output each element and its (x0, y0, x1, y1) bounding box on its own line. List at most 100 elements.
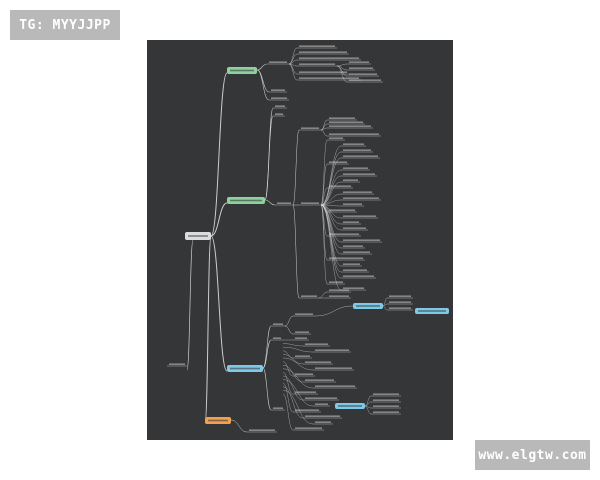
leaf-text-77 (329, 133, 379, 135)
leaf-text-240 (295, 427, 322, 429)
leaf-text-131 (343, 239, 380, 241)
leaf-text-89 (343, 155, 378, 157)
branch-line-66 (320, 119, 328, 131)
blue-node-b-text-182 (418, 310, 446, 312)
branch-line-102 (320, 187, 328, 206)
branch-line-208 (282, 357, 314, 371)
branch-line-105 (320, 193, 342, 206)
leaf-text-261 (249, 429, 275, 431)
branch-line-57 (292, 129, 300, 206)
leaf-text-45 (349, 79, 381, 81)
leaf-text-237 (315, 421, 331, 423)
leaf-text-231 (295, 409, 319, 411)
leaf-text-62 (301, 202, 319, 204)
branch-line-90 (320, 163, 328, 206)
leaf-text-71 (329, 121, 363, 123)
leaf-text-9 (269, 61, 287, 63)
leaf-text-210 (315, 367, 352, 369)
leaf-text-228 (315, 403, 328, 405)
leaf-text-119 (343, 215, 376, 217)
leaf-text-110 (343, 197, 379, 199)
leaf-text-198 (305, 343, 328, 345)
leaf-text-68 (329, 117, 355, 119)
branch-line-147 (320, 204, 342, 279)
branch-line-164 (262, 325, 272, 369)
mindmap-canvas (147, 40, 453, 440)
leaf-text-192 (389, 307, 411, 309)
branch-line-238 (282, 393, 294, 431)
leaf-text-80 (329, 137, 343, 139)
watermark-bottom: www.elgtw.com (475, 440, 590, 470)
branch-line-1 (210, 202, 228, 237)
branch-line-10 (256, 69, 270, 93)
branch-line-190 (382, 305, 388, 311)
branch-line-75 (320, 129, 328, 137)
leaf-text-128 (329, 233, 359, 235)
branch-line-16 (288, 47, 298, 65)
branch-line-205 (282, 354, 304, 365)
leaf-text-207 (305, 361, 331, 363)
leaf-text-24 (299, 57, 359, 59)
leaf-text-36 (349, 61, 369, 63)
branch-line-54 (264, 199, 276, 206)
branch-line-170 (262, 367, 272, 411)
leaf-text-101 (343, 179, 358, 181)
leaf-text-204 (295, 355, 310, 357)
leaf-text-155 (343, 287, 364, 289)
branch-line-43 (336, 65, 348, 83)
leaf-text-222 (295, 391, 316, 393)
leaf-text-216 (305, 379, 334, 381)
leaf-text-15 (271, 97, 287, 99)
leaf-text-27 (299, 63, 335, 65)
leaf-text-33 (299, 77, 359, 79)
leaf-text-225 (305, 397, 337, 399)
branch-line-96 (320, 175, 342, 206)
leaf-text-113 (343, 203, 362, 205)
branch-line-167 (262, 339, 272, 369)
leaf-text-258 (169, 363, 185, 365)
branch-line-34 (336, 63, 348, 67)
branch-line-183 (314, 305, 354, 317)
branch-line-2 (210, 235, 228, 372)
leaf-text-175 (295, 313, 313, 315)
branch-line-156 (318, 291, 328, 299)
branch-line-7 (256, 63, 268, 71)
leaf-text-172 (273, 407, 283, 409)
branch-line-31 (288, 63, 298, 81)
orange-node-text-256 (208, 419, 228, 422)
leaf-text-245 (373, 393, 399, 395)
blue-node-a-text-180 (356, 305, 380, 307)
leaf-text-104 (329, 185, 351, 187)
leaf-text-213 (295, 373, 313, 375)
leaf-text-125 (343, 227, 366, 229)
leaf-text-158 (329, 289, 349, 291)
branch-line-3 (204, 235, 212, 424)
leaf-text-116 (329, 209, 355, 211)
watermark-top: TG: MYYJJPP (10, 10, 120, 40)
branch-line-259 (230, 419, 248, 433)
leaf-text-53 (275, 113, 283, 115)
leaf-text-234 (305, 415, 340, 417)
leaf-text-98 (343, 173, 375, 175)
branch-line-196 (282, 343, 304, 347)
branch-line-84 (320, 151, 342, 206)
leaf-text-42 (349, 73, 377, 75)
branch-line-202 (282, 350, 294, 359)
leaf-text-92 (329, 161, 347, 163)
branch-line-211 (282, 361, 294, 377)
branch-line-229 (282, 383, 294, 413)
leaf-text-56 (277, 202, 291, 204)
leaf-text-186 (389, 295, 411, 297)
branch-line-144 (320, 204, 342, 273)
branch-line-252 (364, 405, 372, 415)
leaf-text-59 (301, 127, 319, 129)
leaf-text-83 (343, 143, 364, 145)
mindmap-svg (167, 45, 449, 433)
branch-line-63 (292, 204, 300, 299)
leaf-text-251 (373, 405, 399, 407)
leaf-text-149 (343, 275, 374, 277)
branch-2-node-text-47 (230, 199, 262, 202)
leaf-text-219 (315, 385, 355, 387)
leaf-text-12 (271, 89, 285, 91)
leaf-text-95 (343, 167, 368, 169)
